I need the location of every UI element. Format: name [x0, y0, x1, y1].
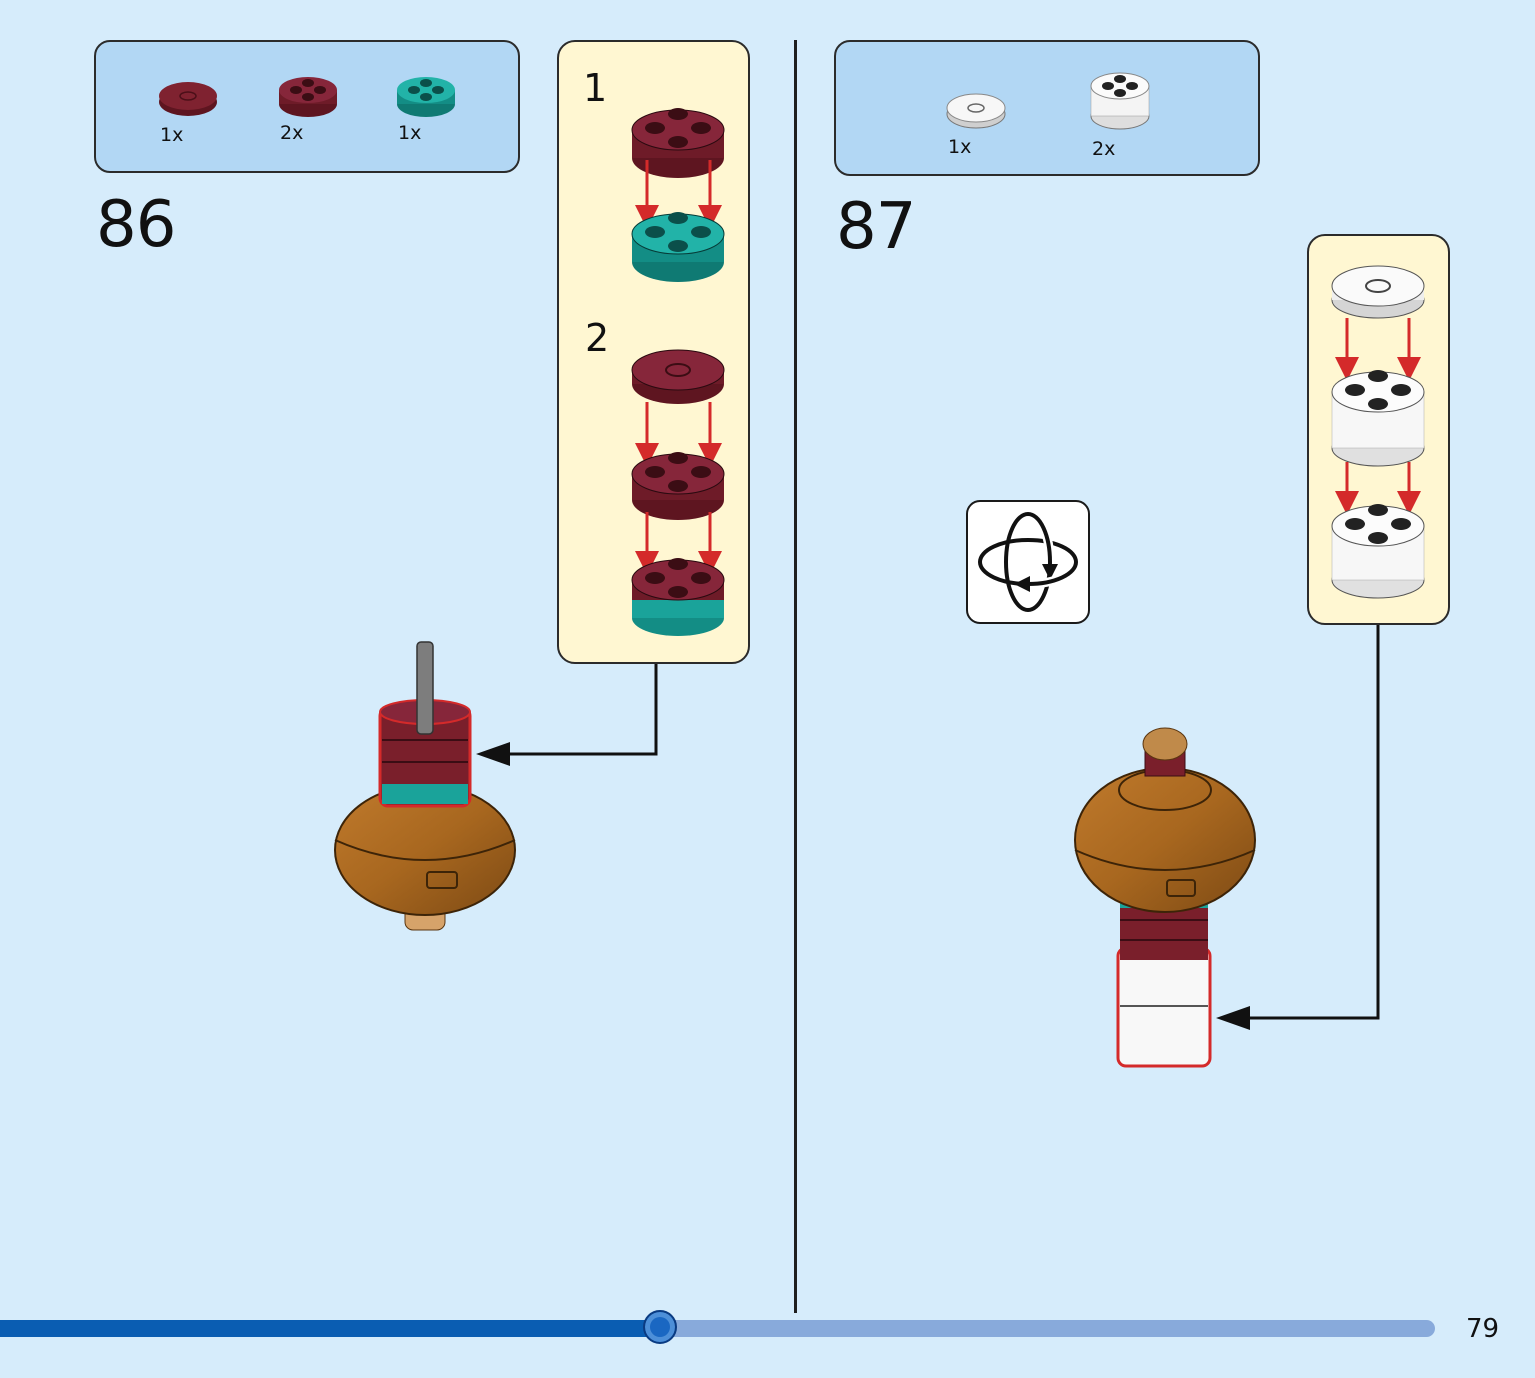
substep-number-1: 1 — [583, 66, 608, 110]
subassembly-box-step-87 — [1307, 234, 1450, 625]
round-brick-white-icon — [1090, 72, 1150, 130]
subassembly-box-step-86: 1 2 — [557, 40, 750, 664]
substep-number-2: 2 — [585, 316, 610, 360]
step-number-87: 87 — [836, 190, 916, 264]
part-qty: 1x — [398, 122, 422, 144]
step-86-model — [334, 641, 516, 931]
round-tile-white-icon — [946, 93, 1006, 129]
round-brick-dark-red-icon — [279, 77, 337, 117]
part-dark-red-round-tile: 1x — [156, 72, 226, 152]
step-87-model — [1074, 727, 1256, 1068]
progress-bar-fill — [0, 1320, 660, 1337]
part-qty: 1x — [160, 124, 184, 146]
part-white-round-brick: 2x — [1088, 64, 1158, 160]
parts-box-step-87: 1x 2x — [834, 40, 1260, 176]
step-number-86: 86 — [96, 188, 176, 262]
part-white-round-tile: 1x — [944, 84, 1014, 164]
round-tile-dark-red-icon — [159, 82, 217, 116]
round-brick-teal-icon — [397, 77, 455, 117]
part-teal-round-brick: 1x — [394, 70, 464, 150]
progress-bar — [0, 1310, 1435, 1344]
page-number: 79 — [1466, 1314, 1500, 1344]
part-qty: 2x — [1092, 138, 1116, 160]
part-qty: 2x — [280, 122, 304, 144]
progress-bar-knob — [643, 1310, 677, 1344]
part-dark-red-round-brick: 2x — [276, 70, 346, 150]
page-divider — [794, 40, 797, 1313]
parts-box-step-86: 1x 2x 1x — [94, 40, 520, 173]
rotate-model-box — [966, 500, 1090, 624]
part-qty: 1x — [948, 136, 972, 158]
rotate-model-icon — [978, 509, 1081, 612]
